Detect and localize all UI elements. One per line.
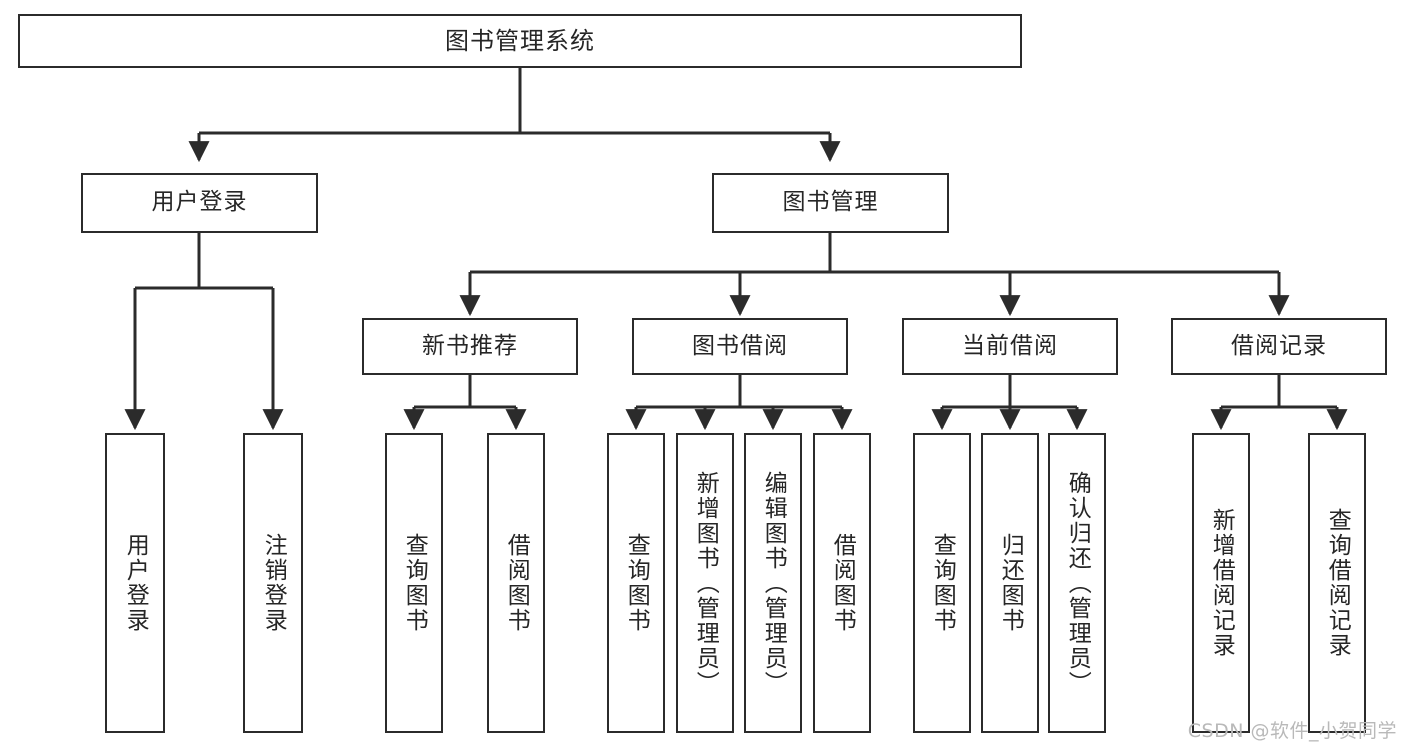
node-label: 注销登录 <box>260 533 287 633</box>
node-label: 确认归还（管理员） <box>1064 470 1091 696</box>
node-label: 用户登录 <box>122 533 149 633</box>
leaf-logout[interactable]: 注销登录 <box>243 433 303 733</box>
leaf-query-book-1[interactable]: 查询图书 <box>385 433 443 733</box>
node-label: 当前借阅 <box>962 332 1058 359</box>
node-label: 查询图书 <box>401 533 428 633</box>
leaf-query-record[interactable]: 查询借阅记录 <box>1308 433 1366 733</box>
node-new-book-recommend[interactable]: 新书推荐 <box>362 318 578 375</box>
leaf-confirm-return[interactable]: 确认归还（管理员） <box>1048 433 1106 733</box>
node-label: 归还图书 <box>997 533 1024 633</box>
node-label: 图书管理 <box>782 189 879 216</box>
node-label: 查询图书 <box>623 533 650 633</box>
node-label: 新增图书（管理员） <box>692 470 719 696</box>
node-book-borrow[interactable]: 图书借阅 <box>632 318 848 375</box>
node-label: 新书推荐 <box>422 332 518 359</box>
node-label: 借阅图书 <box>503 533 530 633</box>
leaf-edit-book[interactable]: 编辑图书（管理员） <box>744 433 802 733</box>
node-label: 借阅图书 <box>829 533 856 633</box>
leaf-add-book[interactable]: 新增图书（管理员） <box>676 433 734 733</box>
leaf-return-book[interactable]: 归还图书 <box>981 433 1039 733</box>
node-book-manage[interactable]: 图书管理 <box>712 173 949 233</box>
node-label: 图书借阅 <box>692 332 788 359</box>
node-current-borrow[interactable]: 当前借阅 <box>902 318 1118 375</box>
node-borrow-record[interactable]: 借阅记录 <box>1171 318 1387 375</box>
node-label: 查询借阅记录 <box>1324 508 1351 658</box>
node-label: 新增借阅记录 <box>1208 508 1235 658</box>
leaf-add-record[interactable]: 新增借阅记录 <box>1192 433 1250 733</box>
node-label: 图书管理系统 <box>445 26 595 55</box>
leaf-borrow-book-1[interactable]: 借阅图书 <box>487 433 545 733</box>
node-label: 编辑图书（管理员） <box>760 470 787 696</box>
node-label: 借阅记录 <box>1231 332 1327 359</box>
leaf-user-login[interactable]: 用户登录 <box>105 433 165 733</box>
leaf-query-book-2[interactable]: 查询图书 <box>607 433 665 733</box>
node-label: 用户登录 <box>151 189 248 216</box>
node-root-book-management-system[interactable]: 图书管理系统 <box>18 14 1022 68</box>
node-label: 查询图书 <box>929 533 956 633</box>
leaf-borrow-book-2[interactable]: 借阅图书 <box>813 433 871 733</box>
node-user-login[interactable]: 用户登录 <box>81 173 318 233</box>
leaf-query-book-3[interactable]: 查询图书 <box>913 433 971 733</box>
